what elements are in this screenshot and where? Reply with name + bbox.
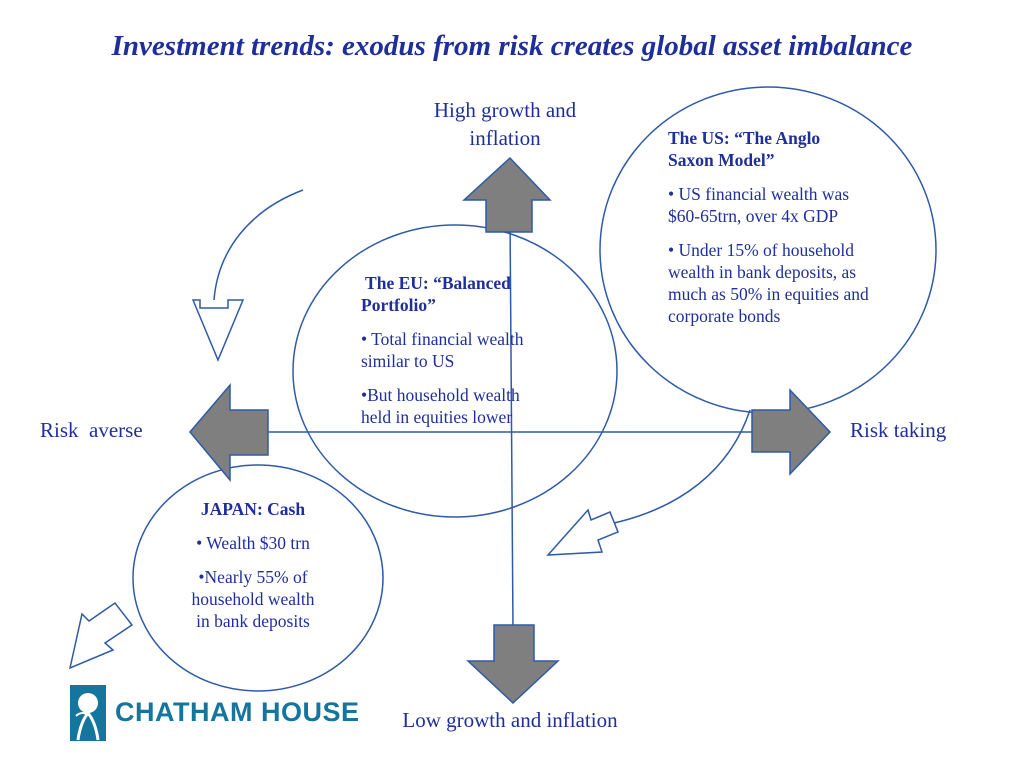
up-arrow-icon [462,156,552,233]
eu-textbox: The EU: “Balanced Portfolio” • Total fin… [361,272,591,440]
hollow-arrow-icon-top-left [191,299,245,362]
chatham-house-logo-icon [70,685,106,741]
left-arrow-icon [189,382,269,483]
japan-heading: JAPAN: Cash [200,499,306,519]
left-axis-label: Risk averse [40,418,143,442]
hollow-arrow-icon-right [546,508,619,556]
eu-bullet2-line1: •But household wealth [361,385,520,405]
hollow-arrow-icon-bottom-left [68,601,134,670]
us-bullet2-line3: much as 50% in equities and [668,284,869,304]
top-axis-label-line1: High growth and [433,98,577,122]
chatham-house-logo-text: CHATHAM HOUSE [115,697,360,727]
us-bullet2-line4: corporate bonds [668,306,781,326]
us-textbox: The US: “The Anglo Saxon Model” • US fin… [668,127,938,339]
japan-bullet1: • Wealth $30 trn [196,533,310,553]
top-axis-label: High growth and inflation [405,96,605,152]
eu-bullet1-line2: similar to US [361,351,455,371]
eu-circle [292,224,618,518]
japan-bullet2-line1: •Nearly 55% of [198,567,308,587]
right-arrow-icon [751,388,832,476]
us-bullet1-line2: $60-65trn, over 4x GDP [668,206,839,226]
top-axis-label-line2: inflation [469,126,541,150]
right-axis-label: Risk taking [850,418,947,442]
bottom-axis-label: Low growth and inflation [402,708,618,732]
us-bullet2-line2: wealth in bank deposits, as [668,262,857,282]
eu-bullet2-line2: held in equities lower [361,407,513,427]
us-heading-line1: The US: “The Anglo [668,128,821,148]
curve-right [604,409,751,526]
page-title: Investment trends: exodus from risk crea… [111,30,913,62]
japan-circle [132,464,384,692]
eu-bullet1-line1: • Total financial wealth [361,329,524,349]
us-bullet1-line1: • US financial wealth was [668,184,850,204]
down-arrow-icon [466,624,560,705]
japan-bullet2-line2: household wealth [191,589,315,609]
vertical-axis-line [509,214,514,631]
japan-textbox: JAPAN: Cash • Wealth $30 trn •Nearly 55%… [163,498,343,644]
us-bullet2-line1: • Under 15% of household [668,240,854,260]
us-heading-line2: Saxon Model” [668,150,775,170]
eu-heading-line1: The EU: “Balanced [361,273,511,293]
japan-bullet2-line3: in bank deposits [196,611,310,631]
eu-heading-line2: Portfolio” [361,295,436,315]
curve-top-left [213,189,304,301]
